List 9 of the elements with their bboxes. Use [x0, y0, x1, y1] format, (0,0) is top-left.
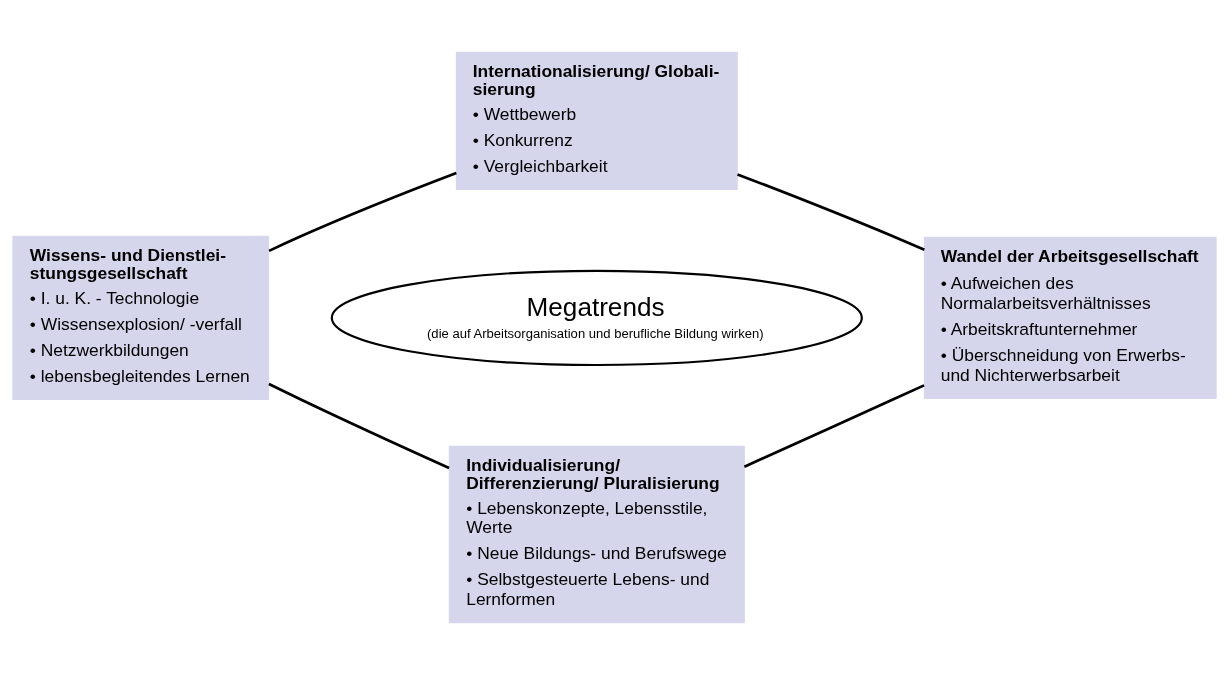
- node-box: Individualisierung/ Differenzierung/ Pluralisierung • Lebenskonzepte, Lebensstile, Werte • Neue Bildungs- und Berufswege • Selbstgesteuerte Lebens- und Lernformen: [448, 445, 745, 624]
- node-box: Internationalisierung/ Globali- sierung • Wettbewerb • Konkurrenz • Vergleichbarkeit: [455, 51, 738, 191]
- node-box: Wissens- und Dienstlei- stungsgesellschaft • I. u. K. - Technologie • Wissensexplosion/ -verfall • Netzwerkbildungen • lebensbegleitendes Lernen: [12, 235, 270, 401]
- connector: [743, 384, 925, 468]
- node-box: Wandel der Arbeitsgesellschaft • Aufweichen des Normalarbeitsverhältnisses • Arbeitskraftunternehmer • Überschneidung von Erwerbs- und Nichterwerbsarbeit: [923, 236, 1217, 399]
- connector: [268, 171, 457, 253]
- connector: [737, 173, 925, 252]
- node-ellipse: Megatrends (die auf Arbeitsorganisation und berufliche Bildung wirken): [330, 269, 863, 367]
- connector: [268, 382, 450, 470]
